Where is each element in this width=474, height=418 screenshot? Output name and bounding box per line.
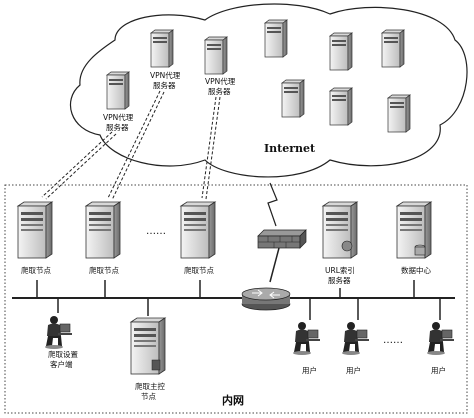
crawl-node: 爬取节点 xyxy=(85,201,121,275)
user: 用户 xyxy=(426,321,455,375)
vpn-link xyxy=(41,90,221,201)
svg-text:VPN代理: VPN代理 xyxy=(205,76,236,86)
svg-text:数据中心: 数据中心 xyxy=(401,265,431,275)
crawl-node: 爬取节点 xyxy=(180,201,216,275)
data-center-server: 数据中心 xyxy=(396,201,432,275)
firewall-router-link xyxy=(269,247,280,283)
svg-text:服务器: 服务器 xyxy=(328,275,351,285)
internet-server xyxy=(329,87,353,126)
vpn-proxy-server: VPN代理 服务器 xyxy=(103,71,134,132)
vpn-proxy-server: VPN代理 服务器 xyxy=(150,29,181,90)
lan-label: 内网 xyxy=(222,393,244,407)
svg-text:VPN代理: VPN代理 xyxy=(103,112,134,122)
svg-text:用户: 用户 xyxy=(302,365,317,375)
crawl-node: 爬取节点 xyxy=(17,201,53,275)
svg-text:节点: 节点 xyxy=(141,392,156,401)
wan-link xyxy=(267,182,278,227)
internet-label: Internet xyxy=(264,142,316,155)
svg-text:VPN代理: VPN代理 xyxy=(150,70,181,80)
crawl-master-node: 爬取主控 节点 xyxy=(130,317,166,401)
svg-text:客户端: 客户端 xyxy=(50,359,73,369)
crawl-settings-client: 爬取设置 客户端 xyxy=(44,315,78,369)
svg-text:用户: 用户 xyxy=(431,365,446,375)
svg-text:用户: 用户 xyxy=(346,365,361,375)
lan-drops xyxy=(36,280,441,320)
user-ellipsis: …… xyxy=(383,335,403,346)
url-index-server: URL索引 服务器 xyxy=(322,201,358,285)
router-icon xyxy=(241,287,291,311)
svg-text:服务器: 服务器 xyxy=(153,80,176,90)
internet-server xyxy=(387,94,411,133)
internet-server xyxy=(381,29,405,68)
crawl-node-ellipsis: …… xyxy=(146,226,166,237)
svg-text:爬取设置: 爬取设置 xyxy=(48,349,78,359)
svg-text:爬取主控: 爬取主控 xyxy=(135,381,165,391)
svg-text:爬取节点: 爬取节点 xyxy=(184,265,214,275)
svg-text:URL索引: URL索引 xyxy=(325,265,355,275)
lan-boundary xyxy=(4,184,468,414)
internet-server xyxy=(329,32,353,71)
svg-text:服务器: 服务器 xyxy=(106,122,129,132)
internet-server xyxy=(281,79,305,118)
user: 用户 xyxy=(292,321,321,375)
svg-text:服务器: 服务器 xyxy=(208,86,231,96)
svg-text:爬取节点: 爬取节点 xyxy=(21,265,51,275)
vpn-proxy-server: VPN代理 服务器 xyxy=(204,36,236,96)
svg-text:爬取节点: 爬取节点 xyxy=(89,265,119,275)
firewall-icon xyxy=(257,229,307,249)
user: 用户 xyxy=(341,321,370,375)
internet-server xyxy=(264,19,288,58)
